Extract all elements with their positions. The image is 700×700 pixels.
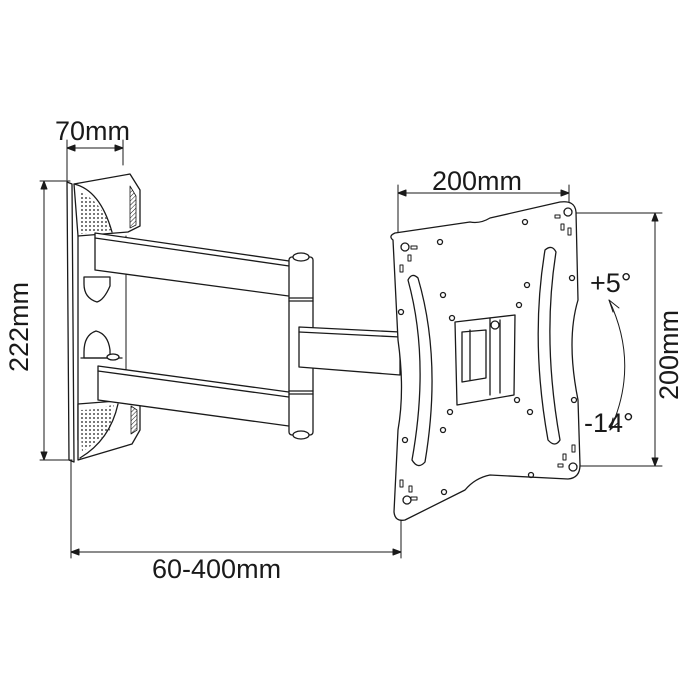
tilt-label-up: +5°	[590, 268, 632, 298]
mounting-holes	[397, 207, 578, 505]
dimension-label-vesa-width: 200mm	[432, 166, 523, 196]
upper-arm	[94, 232, 297, 298]
dimension-label-wall-plate-height: 222mm	[4, 281, 34, 372]
dimension-60-400mm	[70, 489, 402, 559]
tilt-arc-arrow	[608, 299, 626, 431]
small-slots	[399, 214, 576, 501]
tilt-label-down: -14°	[584, 408, 634, 438]
dimension-label-wall-plate-depth: 70mm	[55, 116, 131, 146]
dimension-label-vesa-height: 200mm	[654, 309, 684, 400]
dimension-200mm-vertical	[574, 212, 663, 467]
vesa-plate	[390, 201, 581, 521]
dimension-222mm	[39, 180, 73, 491]
dimension-70mm	[66, 139, 124, 181]
extension-arm	[298, 326, 401, 376]
dimension-label-extension-range: 60-400mm	[152, 554, 282, 584]
tilt-bracket	[454, 314, 516, 406]
wall-plate	[66, 173, 141, 463]
